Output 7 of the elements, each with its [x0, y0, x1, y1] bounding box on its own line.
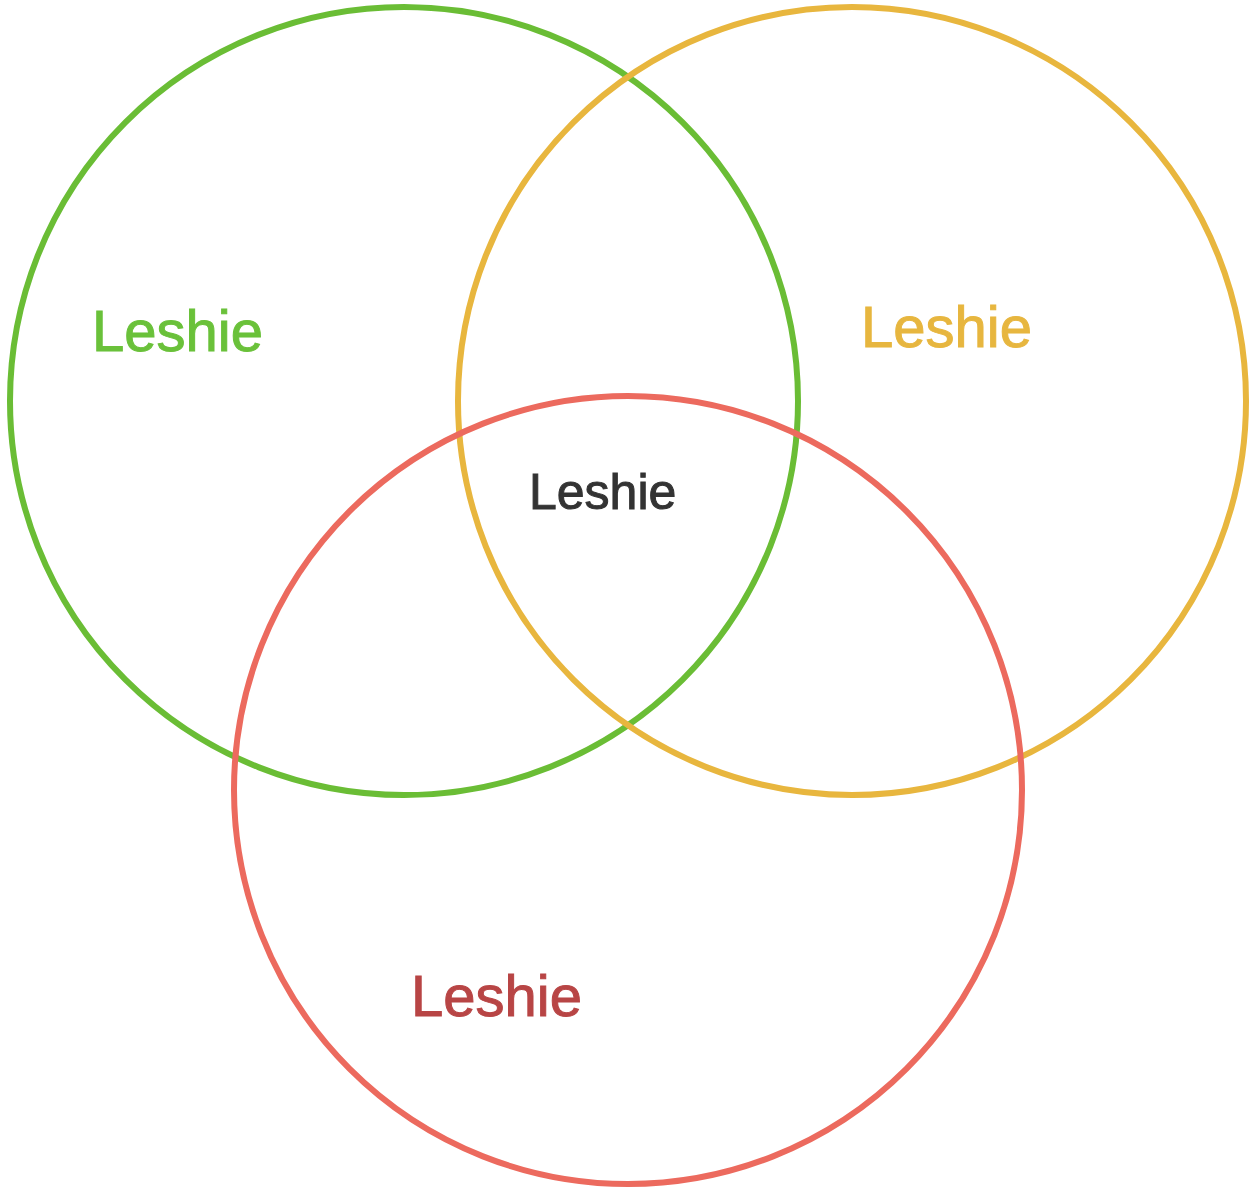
overlap-label: Leshie [529, 467, 677, 517]
circle-label: Leshie [861, 298, 1032, 356]
circle-label: Leshie [92, 302, 263, 360]
circle-label: Leshie [411, 967, 582, 1025]
venn-circle [231, 393, 1025, 1187]
venn-circle [455, 4, 1249, 798]
venn-circle [7, 4, 801, 798]
